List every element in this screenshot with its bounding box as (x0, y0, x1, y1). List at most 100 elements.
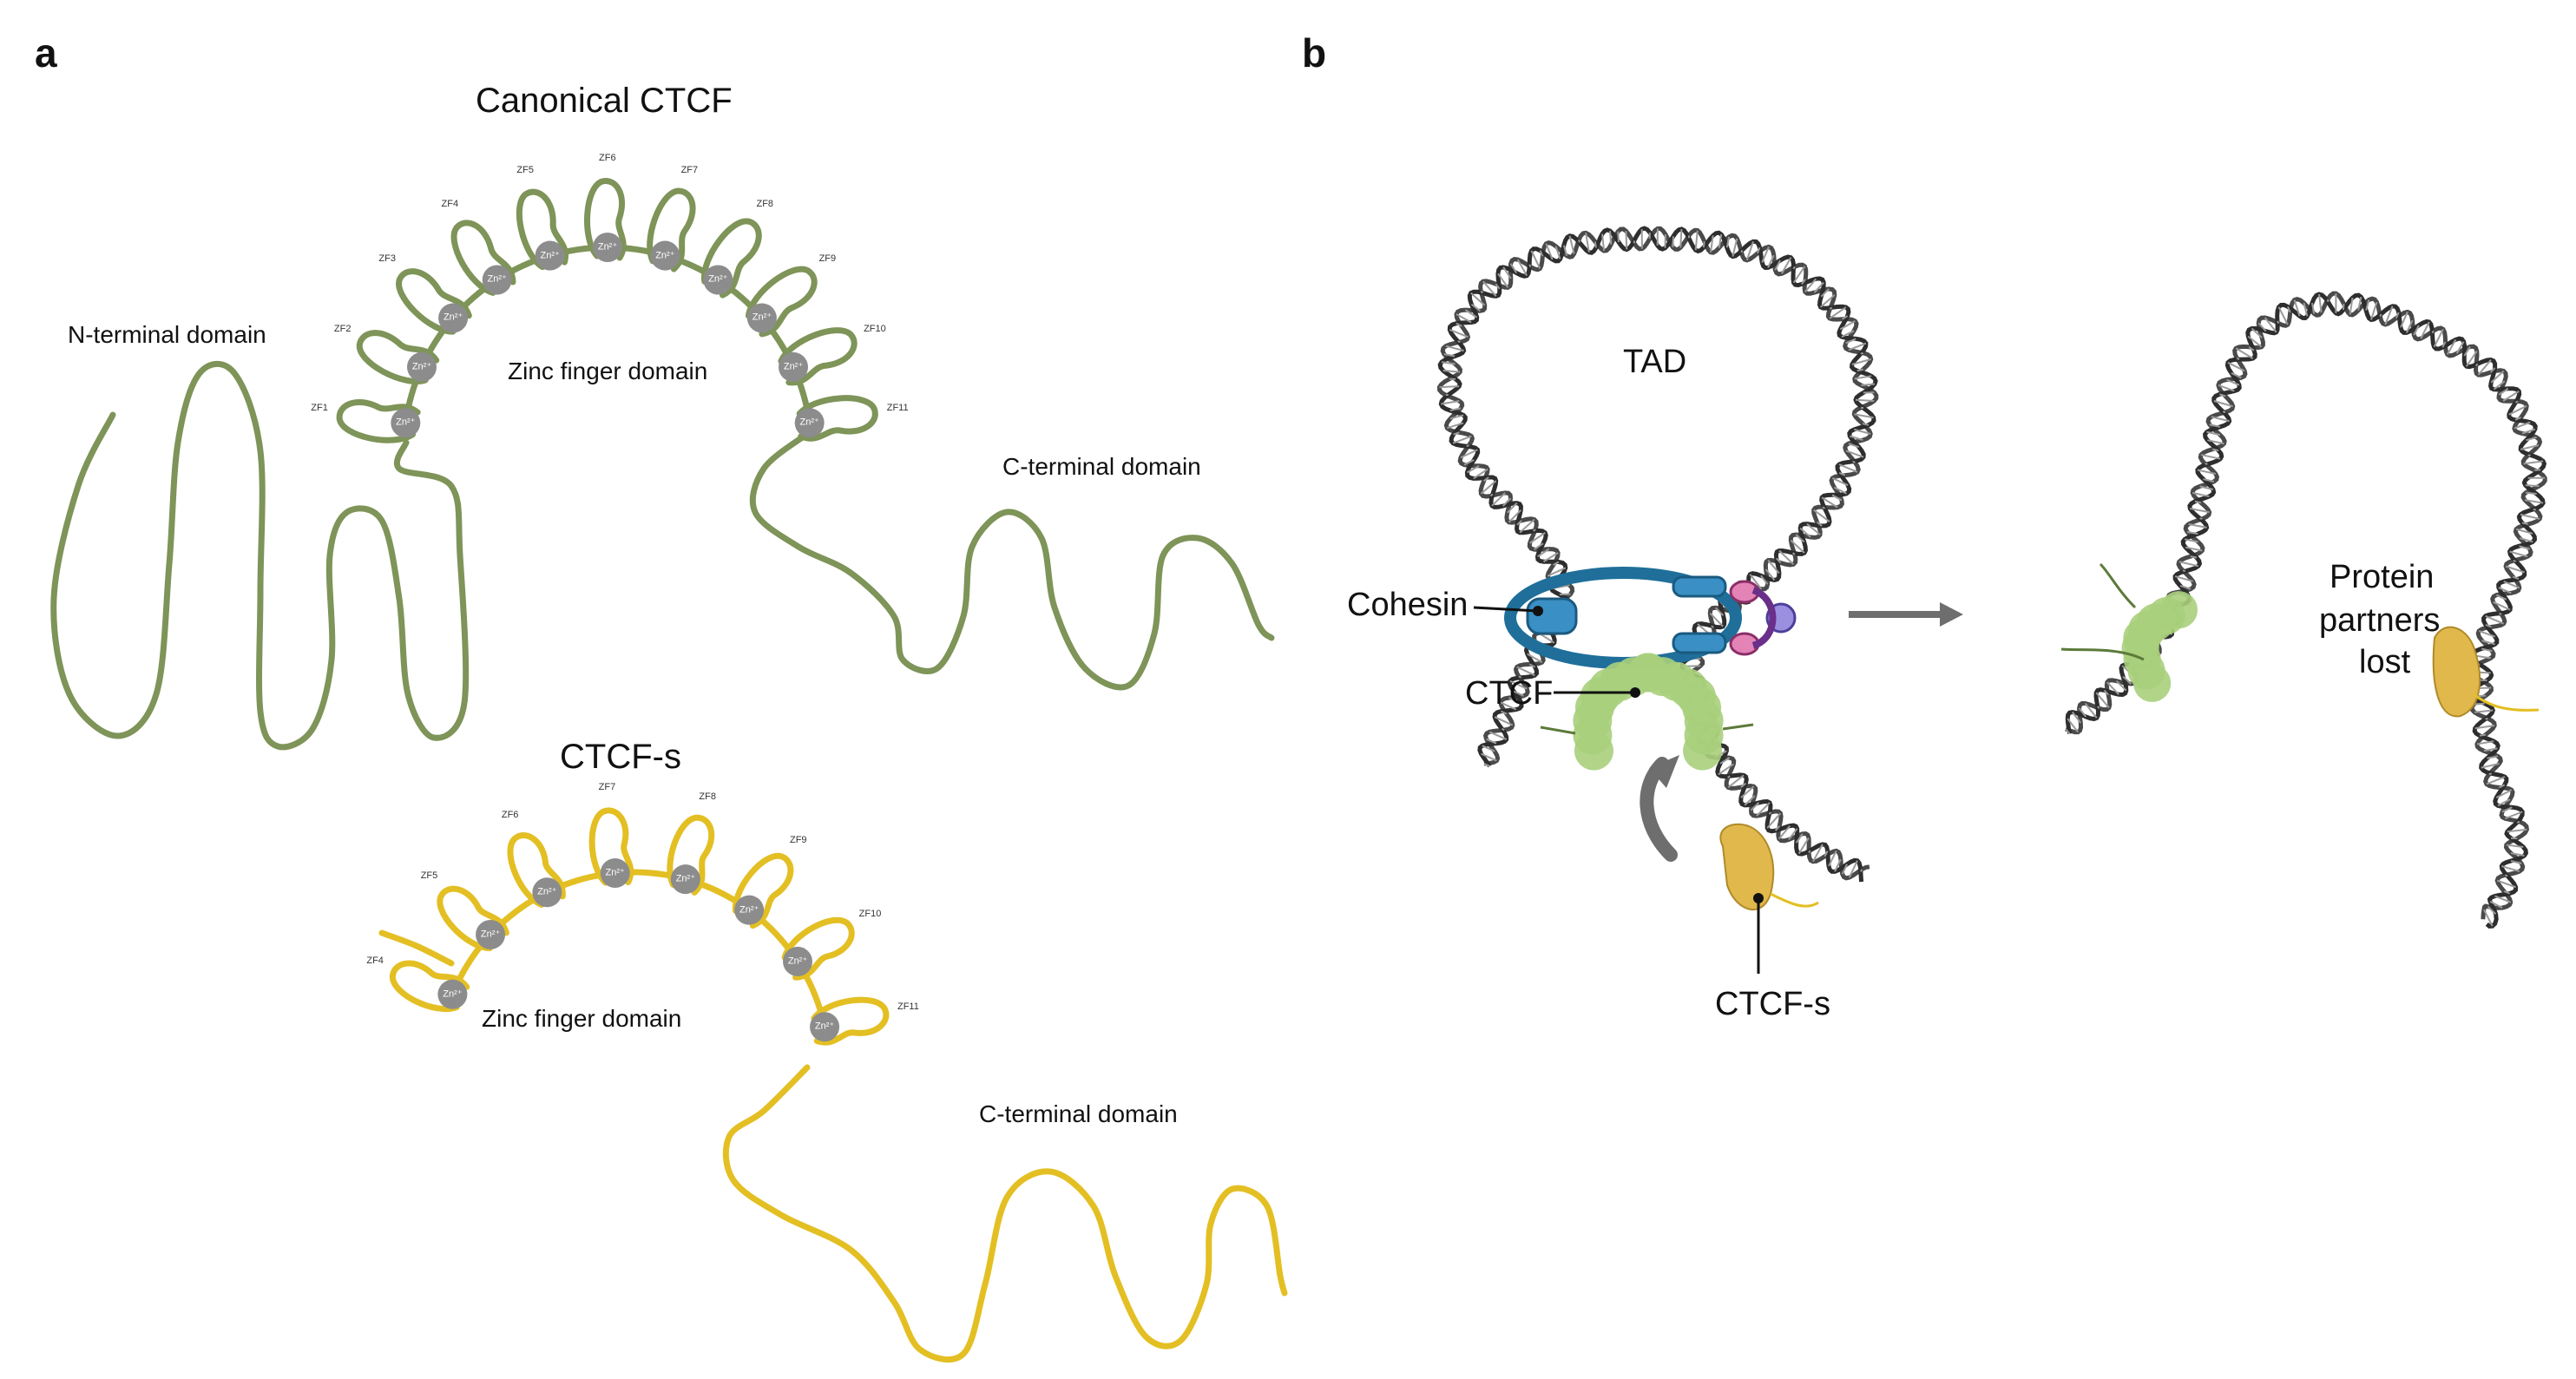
tad-loop-dna-base-pair (1778, 549, 1795, 566)
tad-loop-dna-strand-2 (1437, 226, 1878, 883)
tad-loop-dna-base-pair (1740, 782, 1747, 788)
tad-loop-dna (1436, 226, 1879, 883)
canonical-zinc-ion-label: Zn²⁺ (597, 241, 618, 253)
released-dna-base-pair (2441, 341, 2447, 348)
released-dna-base-pair (2506, 844, 2524, 849)
released-dna-base-pair (2251, 327, 2263, 338)
tad-loop-dna-base-pair (1594, 241, 1597, 248)
short-zf-label: ZF6 (501, 810, 519, 821)
released-dna-base-pair (2084, 702, 2098, 719)
tad-loop-dna-base-pair (1488, 731, 1508, 740)
tad-loop-dna-base-pair (1562, 245, 1568, 257)
released-dna-base-pair (2186, 530, 2198, 535)
tad-loop-dna-base-pair (1740, 249, 1744, 253)
short-finger-3 (588, 807, 634, 889)
released-dna-base-pair (2219, 393, 2226, 397)
protein-partners-lost-line2: partners (2319, 602, 2441, 639)
tad-loop-dna-base-pair (1578, 240, 1580, 243)
tad-loop-dna-base-pair (1495, 283, 1501, 290)
released-dna-base-pair (2103, 689, 2109, 696)
short-finger-loop-7 (811, 996, 890, 1046)
tad-loop-dna-base-pair (1547, 567, 1567, 577)
released-dna-base-pair (2231, 372, 2242, 379)
released-dna-base-pair (2318, 293, 2323, 313)
short-zinc-ion-6 (783, 946, 813, 976)
ctcf-s-tail (1770, 892, 1819, 908)
canonical-zinc-ion-5 (593, 233, 622, 262)
short-zf-label: ZF8 (699, 791, 716, 802)
short-zinc-ion-3 (600, 858, 630, 889)
cohesin-pointer-dot (1533, 606, 1543, 616)
tad-loop-dna-base-pair (1518, 675, 1522, 679)
tad-loop-dna-base-pair (1508, 697, 1522, 705)
tad-loop-dna-base-pair (1529, 532, 1546, 544)
tad-loop-dna-base-pair (1601, 233, 1606, 252)
released-dna-base-pair (2524, 499, 2544, 504)
canonical-zinc-ion-label: Zn²⁺ (783, 361, 804, 372)
released-dna-base-pair (2310, 302, 2316, 314)
tad-loop-dna-base-pair (1838, 463, 1858, 473)
released-dna-base-pair (2509, 550, 2528, 558)
released-dna-base-pair (2496, 879, 2516, 889)
released-dna-base-pair (2474, 363, 2479, 367)
canonical-finger-loop-8 (745, 266, 818, 338)
protein-chains (50, 360, 1288, 1363)
ctcf-released-tail-1 (2099, 562, 2137, 609)
released-dna-base-pair (2514, 421, 2531, 430)
ctcf-s-zinc-finger-label: Zinc finger domain (482, 1005, 682, 1032)
short-finger-loop-2 (507, 832, 566, 909)
panel-label-a: a (35, 30, 57, 76)
tad-loop-dna-base-pair (1767, 559, 1780, 575)
released-dna-base-pair (2115, 680, 2127, 692)
released-dna-base-pair (2236, 357, 2240, 361)
canonical-finger-loop-1 (356, 330, 440, 384)
tad-loop-dna-base-pair (1452, 435, 1472, 444)
released-dna-base-pair (2498, 587, 2512, 594)
tad-loop-dna-base-pair (1608, 230, 1613, 245)
released-dna-base-pair (2097, 706, 2100, 709)
tad-loop-dna-base-pair (1442, 370, 1461, 373)
tad-loop-dna-base-pair (1500, 701, 1517, 711)
tad-loop-dna-base-pair (1694, 230, 1699, 251)
released-dna-base-pair (2178, 561, 2199, 568)
tad-loop-dna-base-pair (1516, 666, 1535, 677)
tad-loop-dna-base-pair (1718, 763, 1734, 776)
tad-loop-dna-base-pair (1463, 459, 1475, 466)
released-dna-base-pair (2207, 439, 2224, 445)
tad-loop-dna-base-pair (1456, 313, 1472, 324)
tad-loop-dna-base-pair (1792, 266, 1806, 284)
released-dna-base-pair (2504, 874, 2508, 877)
canonical-finger-9 (778, 327, 858, 386)
zinc-finger-loops (336, 178, 890, 1046)
tad-loop-dna-base-pair (1850, 435, 1863, 442)
tad-loop-dna-base-pair (1509, 263, 1518, 274)
released-dna-base-pair (2478, 630, 2496, 638)
tad-loop-dna-base-pair (1768, 811, 1772, 815)
canonical-zinc-ion-1 (406, 351, 437, 382)
released-dna-base-pair (2071, 711, 2082, 724)
tad-loop-dna-base-pair (1860, 869, 1863, 872)
canonical-finger-loop-5 (584, 178, 627, 261)
released-dna-base-pair (2222, 410, 2226, 414)
short-zinc-ion-label: Zn²⁺ (787, 955, 808, 967)
released-dna-base-pair (2493, 380, 2506, 391)
tad-loop-dna-base-pair (1497, 273, 1509, 288)
released-dna-base-pair (2503, 890, 2511, 895)
released-dna-base-pair (2349, 297, 2354, 315)
released-dna-base-pair (2494, 895, 2512, 903)
tad-loop-dna-base-pair (1702, 240, 1705, 248)
cohesin-label: Cohesin (1347, 587, 1469, 623)
label-pointers (1473, 602, 1963, 974)
released-dna-base-pair (2277, 320, 2280, 325)
released-dna-base-pair (2523, 460, 2544, 465)
tad-loop-dna-base-pair (1506, 502, 1518, 514)
released-dna-base-pair (2482, 909, 2494, 927)
canonical-finger-6 (647, 187, 696, 273)
tad-loop-dna-base-pair (1480, 290, 1484, 294)
tad-loop-dna-base-pair (1824, 850, 1829, 857)
short-zinc-ion-2 (532, 877, 562, 908)
short-zinc-ion-label: Zn²⁺ (480, 929, 501, 940)
released-dna-base-pair (2512, 575, 2520, 580)
ctcf-s-pointer-dot (1753, 893, 1764, 903)
tad-loop-dna-base-pair (1841, 330, 1855, 338)
